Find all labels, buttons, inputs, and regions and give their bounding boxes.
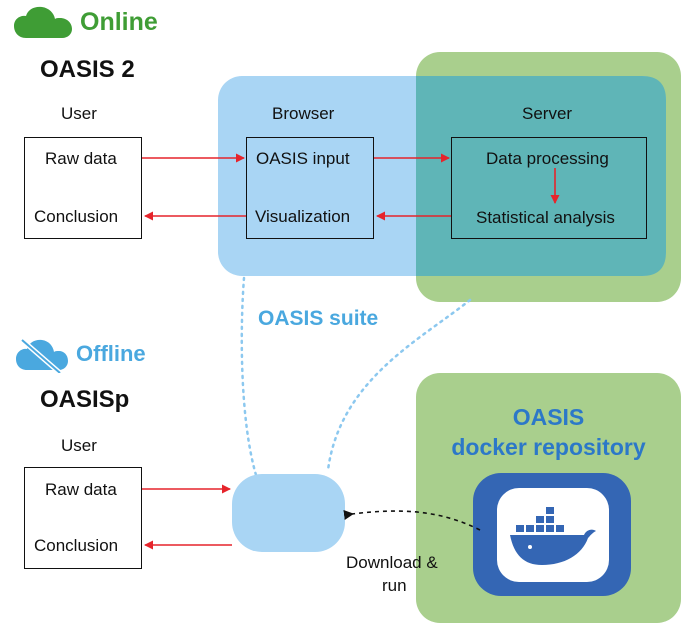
top-conclusion: Conclusion xyxy=(34,207,119,226)
server-data-processing: Data processing xyxy=(486,149,609,168)
offline-browser-blob xyxy=(232,474,345,552)
online-label: Online xyxy=(80,8,158,36)
oasisp-title: OASISp xyxy=(40,386,130,413)
top-user-header: User xyxy=(61,104,97,123)
docker-repo-line2: docker repository xyxy=(451,434,646,460)
docker-repo-line1: OASIS xyxy=(512,404,585,430)
dotted-connector-left xyxy=(240,276,258,477)
server-header: Server xyxy=(522,104,573,123)
oasis-suite-label: OASIS suite xyxy=(258,307,379,330)
server-statistical-analysis: Statistical analysis xyxy=(476,208,615,227)
overlap-region xyxy=(416,76,666,276)
bottom-raw-data: Raw data xyxy=(45,480,117,499)
download-run-line2: run xyxy=(382,576,407,595)
docker-whale-icon xyxy=(510,507,596,565)
dotted-connector-right xyxy=(326,298,472,472)
download-run-line1: Download & xyxy=(346,553,438,572)
browser-header: Browser xyxy=(272,104,335,123)
browser-oasis-input: OASIS input xyxy=(256,149,350,168)
cloud-offline-icon xyxy=(16,338,68,373)
server-box xyxy=(451,137,647,239)
bottom-user-box xyxy=(24,467,142,569)
browser-box xyxy=(246,137,374,239)
top-raw-data: Raw data xyxy=(45,149,117,168)
oasis2-title: OASIS 2 xyxy=(40,56,135,83)
offline-label: Offline xyxy=(76,341,146,366)
browser-visualization: Visualization xyxy=(255,207,351,226)
bottom-conclusion: Conclusion xyxy=(34,536,119,555)
top-user-box xyxy=(24,137,142,239)
arrow-docker-to-blob xyxy=(343,510,481,531)
bottom-user-header: User xyxy=(61,436,97,455)
cloud-icon xyxy=(14,6,72,38)
